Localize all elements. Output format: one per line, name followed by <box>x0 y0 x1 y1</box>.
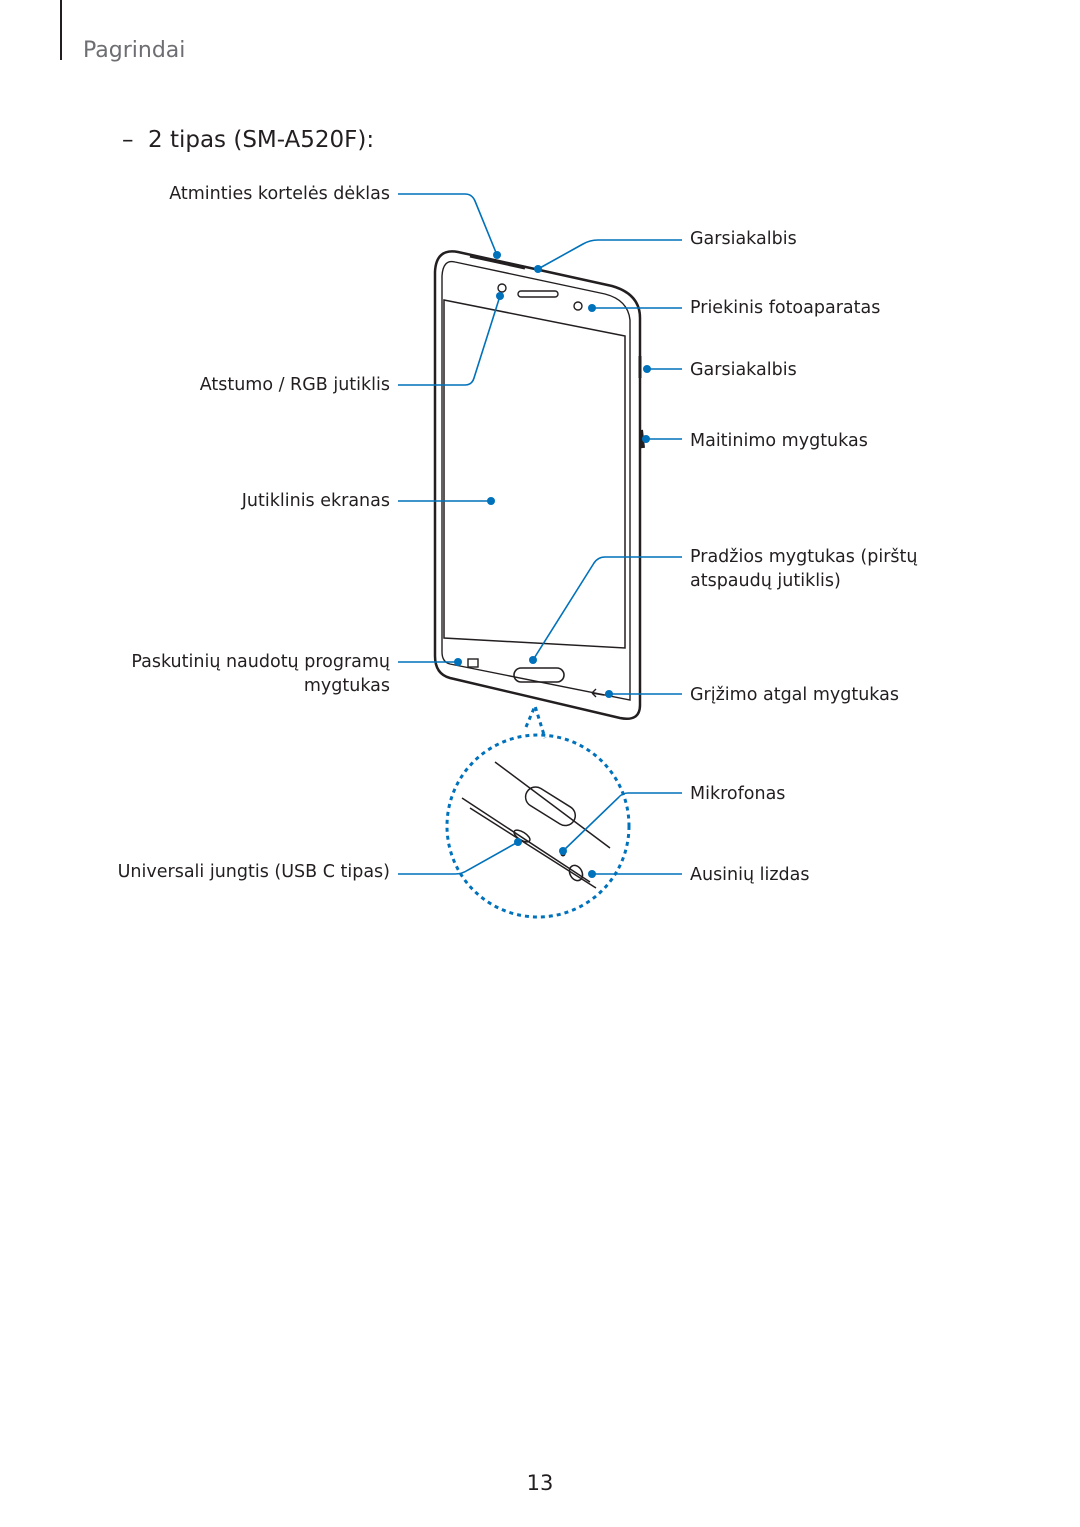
leader-home <box>532 556 682 661</box>
section-title: Pagrindai <box>83 38 186 63</box>
label-earphone-jack: Ausinių lizdas <box>690 865 810 885</box>
label-home-key-line2: atspaudų jutiklis) <box>690 571 841 591</box>
earpiece-grille <box>517 290 559 298</box>
dot-back <box>605 690 613 698</box>
leader-proximity-sensor <box>398 295 501 386</box>
label-speaker: Garsiakalbis <box>690 360 797 380</box>
home-key <box>513 667 565 683</box>
label-recent-apps-line2: mygtukas <box>303 676 390 696</box>
dot-usb <box>514 838 522 846</box>
dot-memory-card <box>493 251 501 259</box>
dot-recent-apps <box>454 658 462 666</box>
callout-lines <box>398 193 682 875</box>
label-proximity-rgb-sensor: Atstumo / RGB jutiklis <box>199 375 390 395</box>
memory-card-slot <box>469 254 526 270</box>
dot-front-camera <box>588 304 596 312</box>
phone-outer-body <box>433 250 642 720</box>
label-earpiece: Garsiakalbis <box>690 229 797 249</box>
label-memory-card-tray: Atminties kortelės dėklas <box>169 184 390 204</box>
page-heading: –2 tipas (SM-A520F): <box>122 127 374 153</box>
label-front-camera: Priekinis fotoaparatas <box>690 298 881 318</box>
dot-touchscreen <box>487 497 495 505</box>
phone-bezel <box>441 260 631 701</box>
dot-earpiece <box>534 265 542 273</box>
dot-proximity-sensor <box>496 292 504 300</box>
leader-memory-card <box>398 193 498 256</box>
dot-earphone-jack <box>588 870 596 878</box>
label-back-key: Grįžimo atgal mygtukas <box>690 685 899 705</box>
dot-speaker <box>643 365 651 373</box>
label-recent-apps: Paskutinių naudotų programų mygtukas <box>131 650 390 698</box>
recent-apps-key <box>467 658 479 668</box>
dot-microphone <box>559 847 567 855</box>
dot-power <box>642 435 650 443</box>
sensor-dot <box>497 283 507 293</box>
zoom-circle <box>445 733 631 919</box>
back-key <box>591 688 605 698</box>
header-rule <box>60 0 62 60</box>
leader-earpiece <box>537 239 682 270</box>
leader-usb <box>398 841 519 875</box>
heading-title: 2 tipas (SM-A520F): <box>148 127 375 153</box>
front-camera-lens <box>573 301 583 311</box>
dot-home <box>529 656 537 664</box>
label-home-key: Pradžios mygtukas (pirštų atspaudų jutik… <box>690 545 917 593</box>
leader-microphone <box>562 792 682 852</box>
callout-dots <box>454 251 651 878</box>
label-usb-port: Universali jungtis (USB C tipas) <box>117 862 390 882</box>
label-home-key-line1: Pradžios mygtukas (pirštų <box>690 547 918 567</box>
label-power-key: Maitinimo mygtukas <box>690 431 868 451</box>
label-touchscreen: Jutiklinis ekranas <box>241 491 390 511</box>
zoom-connector <box>524 701 547 739</box>
heading-dash: – <box>122 127 134 153</box>
label-microphone: Mikrofonas <box>690 784 786 804</box>
label-recent-apps-line1: Paskutinių naudotų programų <box>131 652 390 672</box>
bottom-edge-detail <box>461 761 611 889</box>
phone-illustration <box>433 250 645 720</box>
page-number: 13 <box>526 1471 554 1495</box>
phone-screen <box>443 299 626 649</box>
